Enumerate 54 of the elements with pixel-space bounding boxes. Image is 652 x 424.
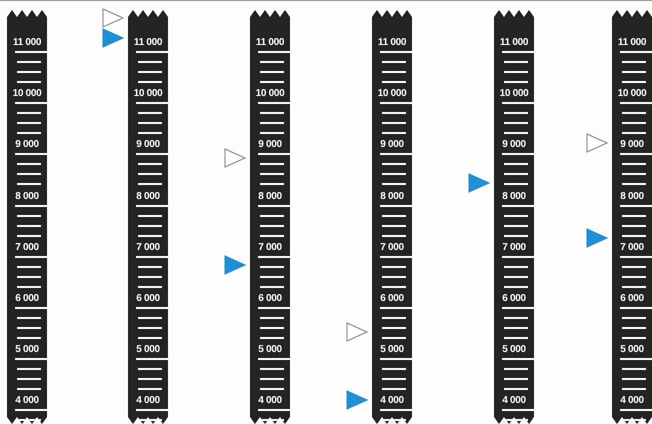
altitude-label: 8 000 — [14, 190, 40, 202]
altitude-label: 10 000 — [616, 88, 648, 100]
altitude-label: 11 000 — [254, 37, 286, 48]
altitude-label: 4 000 — [14, 395, 40, 406]
altitude-label: 5 000 — [135, 344, 161, 356]
altitude-scale — [372, 10, 412, 424]
altitude-label: 5 000 — [257, 344, 283, 356]
altitude-label: 8 000 — [501, 190, 527, 202]
altitude-label: 8 000 — [379, 190, 405, 202]
altitude-scale — [494, 10, 534, 424]
altitude-label: 9 000 — [135, 139, 161, 150]
altitude-label: 11 000 — [132, 37, 164, 48]
altitude-scale — [612, 10, 652, 424]
altitude-scale — [128, 10, 168, 424]
altitude-label: 8 000 — [135, 190, 161, 202]
altitude-label: 7 000 — [14, 242, 40, 253]
altitude-label: 10 000 — [12, 88, 42, 100]
altitude-label: 9 000 — [619, 139, 645, 150]
altitude-label: 6 000 — [14, 293, 40, 304]
altitude-label: 11 000 — [376, 37, 408, 48]
altitude-label: 7 000 — [379, 242, 405, 253]
altitude-label: 10 000 — [498, 88, 530, 100]
altitude-label: 4 000 — [135, 395, 161, 406]
altitude-label: 5 000 — [501, 344, 527, 356]
altitude-label: 4 000 — [501, 395, 527, 406]
altitude-label: 6 000 — [619, 293, 645, 304]
altitude-label: 11 000 — [12, 37, 42, 48]
altitude-label: 6 000 — [257, 293, 283, 304]
altitude-label: 6 000 — [379, 293, 405, 304]
altitude-label: 7 000 — [257, 242, 283, 253]
altitude-label: 5 000 — [14, 344, 40, 356]
altitude-label: 10 000 — [132, 88, 164, 100]
altitude-label: 11 000 — [616, 37, 648, 48]
altitude-label: 4 000 — [379, 395, 405, 406]
altitude-label: 7 000 — [135, 242, 161, 253]
altitude-scale — [250, 10, 290, 424]
altitude-label: 6 000 — [501, 293, 527, 304]
altitude-label: 9 000 — [379, 139, 405, 150]
altitude-label: 4 000 — [619, 395, 645, 406]
altitude-label: 7 000 — [501, 242, 527, 253]
altitude-label: 7 000 — [619, 242, 645, 253]
altitude-label: 6 000 — [135, 293, 161, 304]
altitude-label: 9 000 — [501, 139, 527, 150]
altitude-label: 5 000 — [379, 344, 405, 356]
altitude-label: 10 000 — [376, 88, 408, 100]
altitude-label: 5 000 — [619, 344, 645, 356]
altitude-label: 10 000 — [254, 88, 286, 100]
altitude-label: 9 000 — [257, 139, 283, 150]
altitude-label: 11 000 — [498, 37, 530, 48]
altitude-label: 4 000 — [257, 395, 283, 406]
altitude-scale — [7, 10, 47, 424]
altitude-label: 8 000 — [619, 190, 645, 202]
altitude-label: 9 000 — [14, 139, 40, 150]
altitude-label: 8 000 — [257, 190, 283, 202]
